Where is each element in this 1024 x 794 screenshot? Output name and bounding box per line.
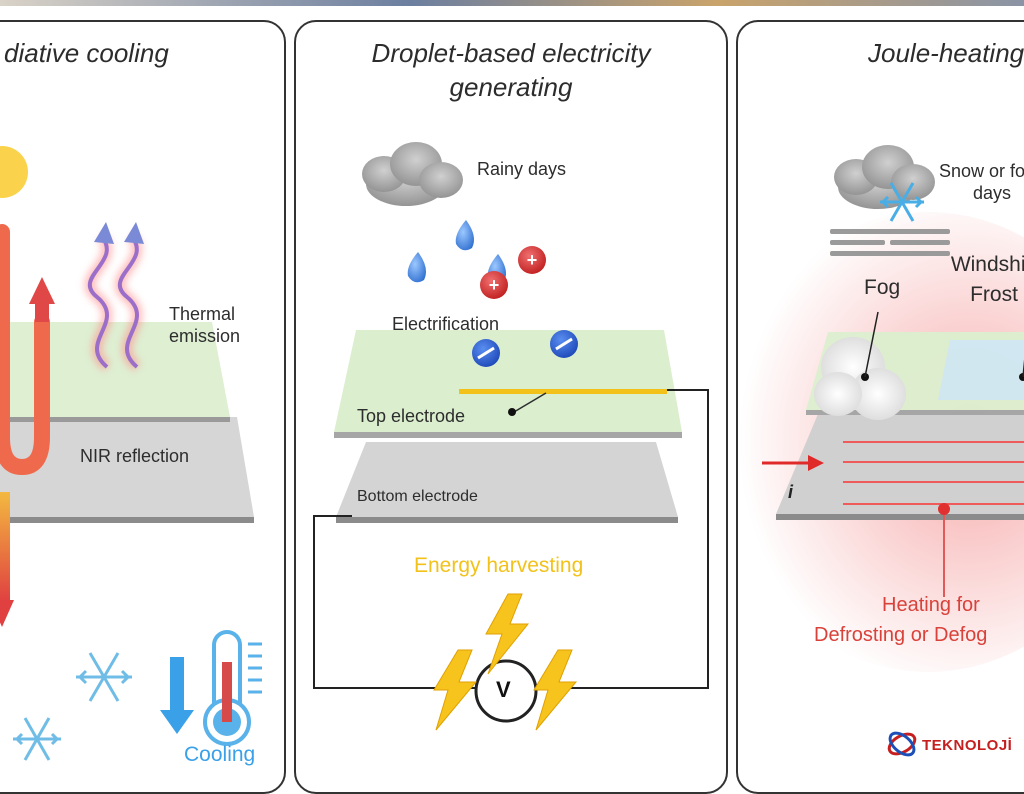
circuit-wire-left: [313, 515, 476, 689]
windshield-line2: Frost: [970, 283, 1018, 306]
windshield-frost-label: Windshie Frost: [934, 250, 1024, 310]
radiative-cooling-illustration: [0, 146, 262, 761]
panel-title: diative cooling: [4, 38, 169, 68]
fog-blob-icon: [814, 337, 906, 420]
cooling-label: Cooling: [184, 743, 256, 766]
heating-element-lines: [843, 441, 1024, 505]
voltmeter-label: V: [496, 677, 511, 702]
cooling-arrow-icon: [170, 657, 184, 712]
positive-charge-icon: + +: [480, 246, 546, 299]
panel-title: Joule-heating: [868, 38, 1024, 68]
nir-reflection-beam: [0, 224, 50, 476]
substrate-layer: [776, 414, 1024, 514]
panel-title-line1: Droplet-based electricity: [371, 38, 651, 68]
nir-reflection-label: NIR reflection: [80, 446, 190, 466]
thermometer-icon: [203, 630, 262, 746]
snow-cloud-icon: [834, 145, 935, 209]
heating-line1-label: Heating for: [882, 594, 980, 616]
frost-patch: [938, 340, 1024, 400]
substrate-layer: [0, 417, 254, 517]
negative-charge-icon: [472, 330, 578, 367]
top-electrode-strip: [459, 389, 667, 394]
snow-or-fog-days-label: Snow or fogg days: [922, 160, 1024, 204]
top-image-strip: [0, 0, 1024, 6]
sun-icon: [0, 146, 28, 198]
bottom-electrode-label: Bottom electrode: [357, 488, 478, 505]
fog-label: Fog: [864, 276, 901, 299]
svg-text:+: +: [489, 275, 500, 295]
snow-line2: days: [972, 183, 1012, 203]
energy-harvesting-label: Energy harvesting: [414, 554, 584, 577]
heating-line2-label: Defrosting or Defog: [814, 624, 988, 646]
bottom-electrode-plate: [336, 442, 678, 517]
current-label: i: [788, 482, 794, 502]
teknoloji-logo-icon: [887, 731, 917, 757]
rainy-days-label: Rainy days: [477, 159, 567, 179]
fog-lines-icon: [830, 229, 950, 256]
lightning-icon: [433, 593, 578, 731]
panel-title-line2: generating: [449, 72, 573, 102]
electrification-label: Electrification: [392, 314, 500, 334]
snowflake-icon: [13, 652, 132, 761]
rain-cloud-icon: [362, 142, 463, 206]
windshield-line1: Windshie: [950, 253, 1024, 276]
voltmeter-icon: [474, 659, 538, 723]
snow-line1: Snow or fogg: [938, 161, 1024, 181]
droplet-electricity-panel: Droplet-based electricity generating: [294, 20, 728, 794]
watermark-text: TEKNOLOJİ: [922, 737, 1013, 754]
thermal-wave-1: [87, 235, 109, 369]
cooling-film-layer: [0, 322, 230, 417]
radiative-cooling-panel: diative cooling: [0, 20, 286, 794]
joule-heating-panel: Joule-heating: [736, 20, 1024, 794]
thermal-emission-label: Thermal emission: [169, 304, 241, 346]
reflection-arrow-head: [29, 277, 55, 304]
top-electrode-plate: [334, 330, 682, 432]
circuit-wire-right: [536, 389, 709, 689]
joule-heating-illustration: [738, 145, 1024, 672]
snowflake-icon: [880, 182, 924, 222]
thermal-wave-2: [117, 235, 139, 369]
svg-text:+: +: [527, 250, 538, 270]
droplet-electricity-illustration: + +: [313, 142, 709, 731]
top-electrode-label: Top electrode: [357, 406, 466, 426]
transmitted-beam: [0, 492, 10, 602]
